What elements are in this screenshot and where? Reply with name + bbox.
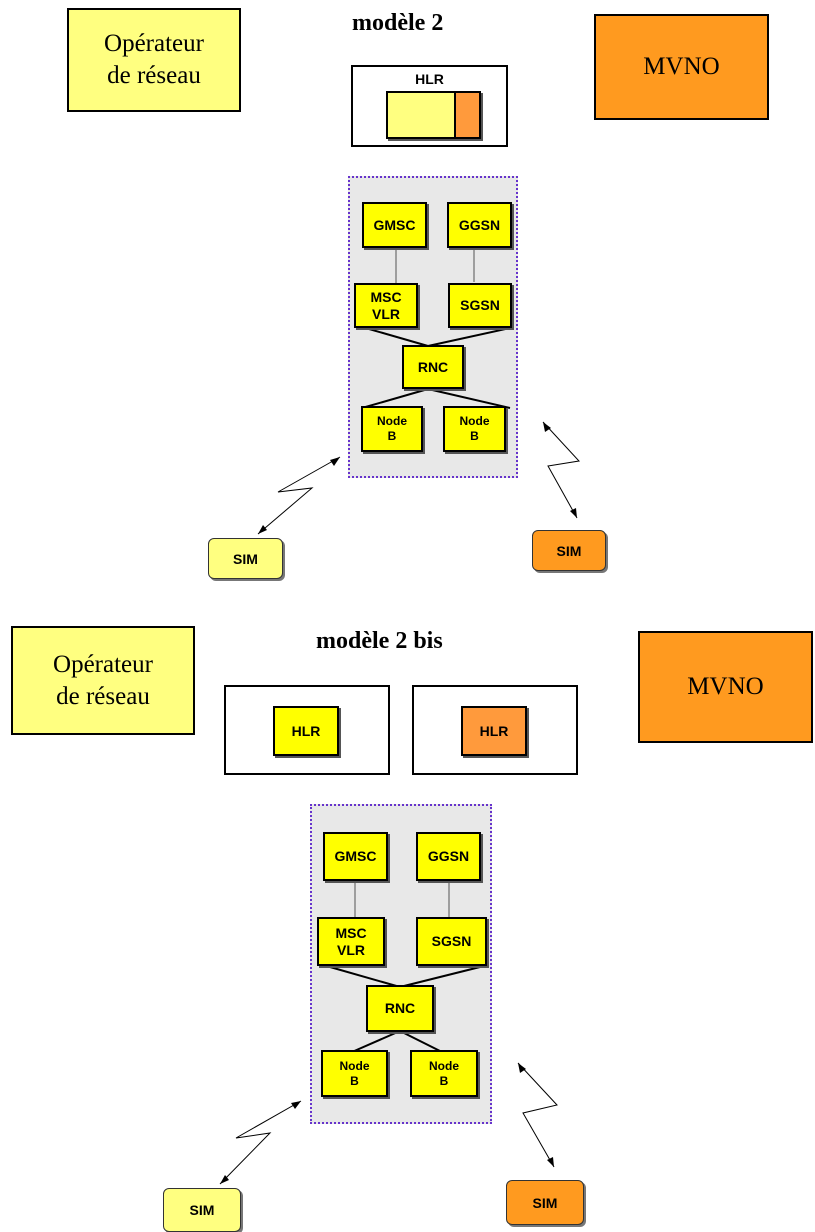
ggsn-label: GGSN <box>427 848 470 864</box>
sim-card-mvno: SIM <box>506 1180 584 1225</box>
sim-label: SIM <box>189 1202 215 1218</box>
diagram-title: modèle 2 bis <box>316 628 443 654</box>
operator-line2: de réseau <box>56 682 150 710</box>
node-b-right-line1: Node <box>459 414 490 428</box>
operator-line2: de réseau <box>107 62 201 89</box>
rnc-node: RNC <box>366 985 434 1032</box>
mvno-label: MVNO <box>687 673 764 700</box>
operator-line1: Opérateur <box>104 30 204 57</box>
sgsn-node: SGSN <box>448 283 512 328</box>
sim-label: SIM <box>556 542 582 559</box>
rnc-label: RNC <box>417 358 449 375</box>
node-b-left-line1: Node <box>377 414 407 428</box>
rnc-label: RNC <box>384 1000 416 1016</box>
node-b-right-line2: B <box>439 1073 449 1088</box>
gmsc-label: GMSC <box>373 216 416 233</box>
hlr-mvno-box: HLR <box>461 706 527 756</box>
sim-label: SIM <box>532 1194 558 1211</box>
hlr-label: HLR <box>479 723 509 739</box>
msc-label: MSC <box>335 924 367 941</box>
rnc-node: RNC <box>402 345 464 389</box>
sgsn-label: SGSN <box>431 933 472 949</box>
operator-box: Opérateur de réseau <box>67 8 241 112</box>
operator-box: Opérateur de réseau <box>11 626 195 735</box>
node-b-right-line1: Node <box>429 1058 459 1073</box>
mvno-box: MVNO <box>594 14 769 120</box>
vlr-label: VLR <box>372 305 400 322</box>
gmsc-node: GMSC <box>323 832 388 881</box>
hlr-mvno-part <box>454 93 479 137</box>
hlr-operator-box: HLR <box>273 706 339 756</box>
mvno-label: MVNO <box>643 53 720 80</box>
sim-card-mvno: SIM <box>532 530 606 571</box>
diagram-title: modèle 2 <box>352 10 444 36</box>
node-b-left-line2: B <box>387 429 397 443</box>
msc-label: MSC <box>370 288 402 305</box>
hlr-panel: HLR <box>351 65 508 147</box>
hlr-label: HLR <box>415 71 444 87</box>
gmsc-label: GMSC <box>334 848 377 864</box>
ggsn-node: GGSN <box>447 202 512 248</box>
sim-card-operator: SIM <box>163 1188 241 1232</box>
sim-label: SIM <box>233 550 258 567</box>
ggsn-node: GGSN <box>416 832 481 881</box>
mvno-box: MVNO <box>638 631 813 743</box>
hlr-shared-box <box>386 91 481 139</box>
sgsn-node: SGSN <box>416 917 487 966</box>
node-b-right-line2: B <box>470 429 479 443</box>
node-b-left-line1: Node <box>339 1058 370 1073</box>
hlr-label: HLR <box>291 723 321 739</box>
connection-lines <box>257 247 580 535</box>
ggsn-label: GGSN <box>458 216 501 233</box>
sim-card-operator: SIM <box>208 538 283 579</box>
gmsc-node: GMSC <box>362 202 427 248</box>
node-b-left-line2: B <box>350 1073 359 1088</box>
operator-line1: Opérateur <box>53 650 153 678</box>
sgsn-label: SGSN <box>460 297 500 313</box>
vlr-label: VLR <box>337 941 365 958</box>
